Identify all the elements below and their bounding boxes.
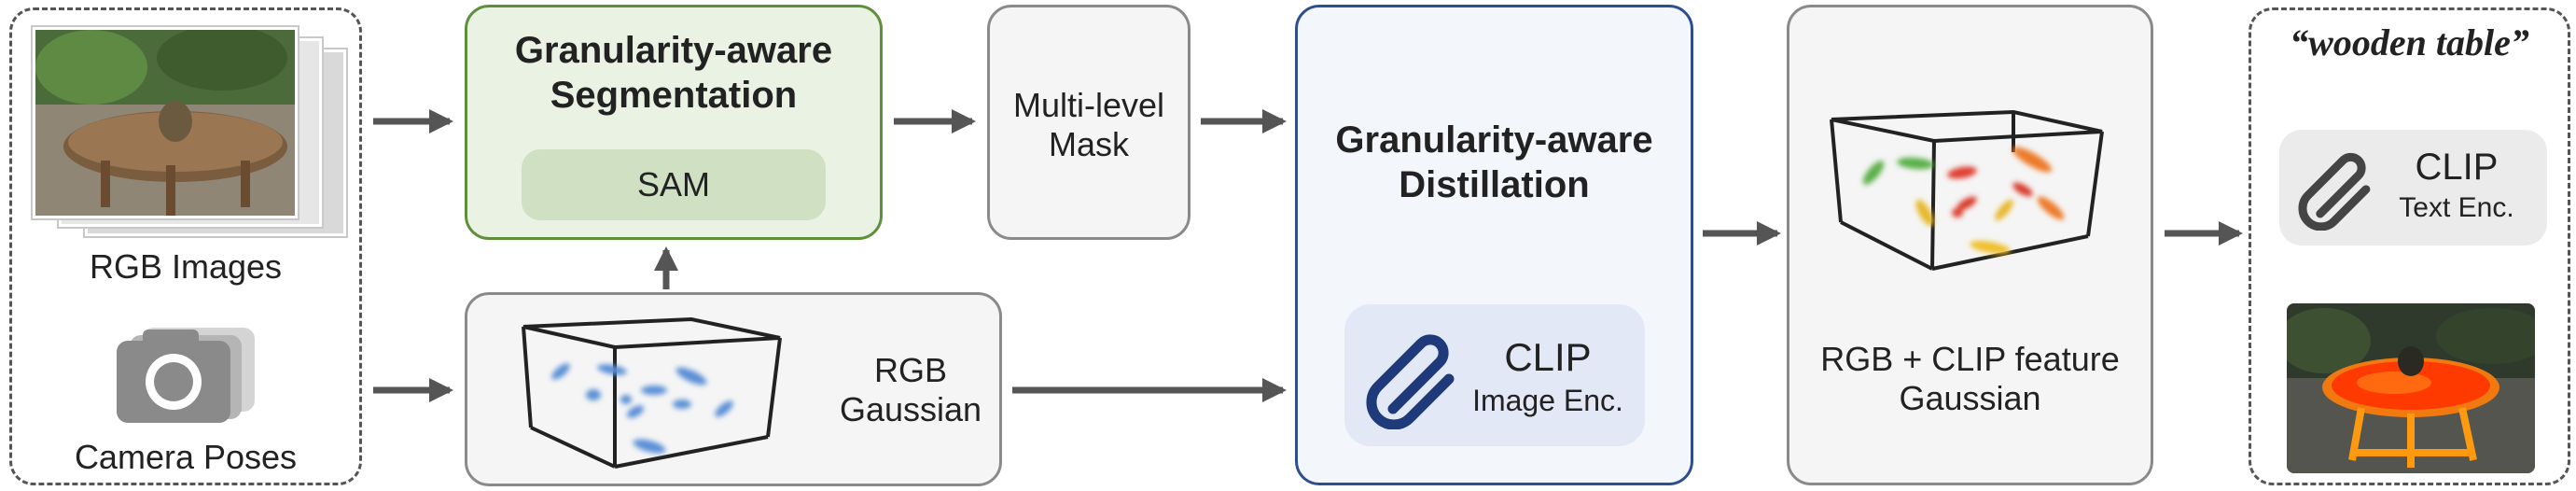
clip-image-subtitle: Image Enc. bbox=[1472, 384, 1623, 417]
feature-gaussian-box: RGB + CLIP feature Gaussian bbox=[1787, 5, 2153, 485]
rgb-gaussian-box: RGB Gaussian bbox=[465, 292, 1002, 486]
clip-text-subtitle: Text Enc. bbox=[2399, 192, 2514, 223]
camera-poses-label: Camera Poses bbox=[74, 438, 298, 476]
garden-scene-photo bbox=[35, 30, 295, 216]
sam-label: SAM bbox=[636, 165, 710, 203]
paperclip-icon bbox=[1366, 334, 1455, 429]
segmentation-title: Granularity-aware Segmentation bbox=[514, 30, 833, 116]
clip-image-encoder-pill: CLIP Image Enc. bbox=[1344, 304, 1645, 446]
camera-icon bbox=[117, 328, 255, 423]
mask-box: Multi-level Mask bbox=[987, 5, 1191, 240]
paperclip-text-icon bbox=[2298, 152, 2371, 231]
segmentation-box: Granularity-aware Segmentation SAM bbox=[465, 5, 883, 240]
query-text: “wooden table” bbox=[2290, 21, 2529, 63]
distillation-title: Granularity-aware Distillation bbox=[1335, 119, 1653, 205]
clip-text-title: CLIP bbox=[2415, 147, 2499, 188]
query-panel: “wooden table” CLIP Text Enc. bbox=[2249, 7, 2570, 485]
distillation-box: Granularity-aware Distillation CLIP Imag… bbox=[1295, 5, 1693, 485]
rgb-images-label: RGB Images bbox=[89, 247, 283, 286]
highlighted-table-photo bbox=[2287, 303, 2535, 473]
sam-pill: SAM bbox=[522, 149, 826, 220]
mask-label: Multi-level Mask bbox=[1012, 86, 1165, 163]
rgb-image-front bbox=[33, 27, 298, 218]
rgb-gaussian-label: RGB Gaussian bbox=[839, 351, 982, 428]
clip-text-encoder-pill: CLIP Text Enc. bbox=[2279, 130, 2547, 246]
feature-gaussian-label: RGB + CLIP feature Gaussian bbox=[1820, 340, 2120, 417]
input-panel: RGB Images Camera Poses bbox=[9, 7, 362, 485]
feature-gaussian-cube bbox=[1830, 109, 2104, 271]
query-result-image bbox=[2287, 303, 2535, 473]
gaussian-cube bbox=[522, 316, 782, 469]
clip-image-title: CLIP bbox=[1504, 335, 1592, 379]
